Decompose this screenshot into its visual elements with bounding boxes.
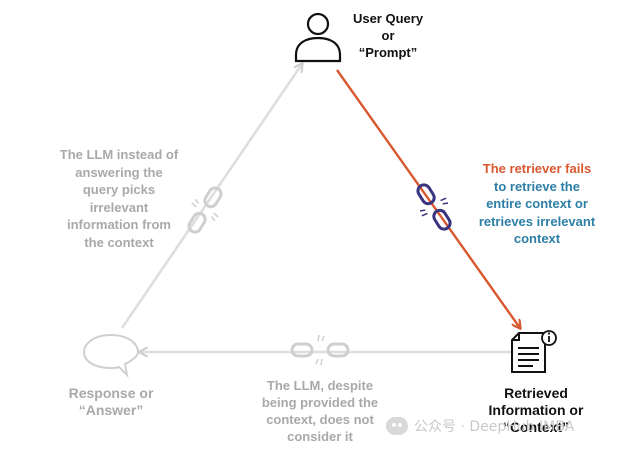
broken-chain-icon [290, 334, 350, 366]
response-label: Response or “Answer” [56, 385, 166, 419]
bottom-edge-line1: The LLM, despite [266, 378, 374, 393]
bottom-edge-line2: being provided the [261, 395, 379, 410]
retrieved-line2: Information or [488, 402, 584, 418]
edge-query-to-context [336, 69, 520, 328]
left-edge-line6: the context [84, 234, 154, 250]
bottom-edge-label: The LLM, despite being provided the cont… [250, 377, 390, 445]
user-query-line3: “Prompt” [358, 45, 418, 60]
right-edge-label: The retriever fails to retrieve the enti… [462, 160, 612, 248]
retrieved-line1: Retrieved [504, 385, 568, 401]
user-query-line1: User Query [352, 11, 424, 26]
right-edge-line2: to retrieve the [494, 178, 580, 194]
watermark-text: 公众号 · DeepHub IMBA [414, 419, 575, 435]
user-query-line2: or [381, 28, 395, 43]
info-icon [541, 330, 557, 346]
left-edge-line3: query picks [82, 182, 156, 197]
edge-response-to-query [120, 64, 302, 329]
broken-chain-icon [416, 183, 452, 231]
response-line1: Response or [68, 385, 154, 401]
user-icon [294, 12, 342, 63]
right-edge-line5: context [513, 231, 561, 246]
right-edge-line1: The retriever fails [482, 161, 592, 176]
left-edge-label: The LLM instead of answering the query p… [44, 146, 194, 251]
left-edge-line4: irrelevant [89, 199, 149, 215]
retrieved-line3: “Context” [502, 419, 570, 435]
speech-bubble-icon [82, 333, 140, 378]
bottom-edge-line4: consider it [287, 429, 353, 444]
wechat-icon [386, 417, 408, 435]
response-line2: “Answer” [78, 402, 144, 418]
left-edge-line1: The LLM instead of [59, 147, 179, 162]
broken-chain-icon [187, 186, 223, 234]
left-edge-line2: answering the [75, 164, 163, 180]
user-query-label: User Query or “Prompt” [338, 10, 438, 61]
watermark: 公众号 · DeepHub IMBA [386, 416, 574, 436]
left-edge-line5: information from [67, 217, 171, 232]
document-icon [511, 332, 546, 373]
right-edge-line3: entire context or [486, 196, 588, 211]
bottom-edge-line3: context, does not [266, 412, 374, 427]
retrieved-context-label: Retrieved Information or “Context” [478, 385, 594, 436]
right-edge-line4: retrieves irrelevant [478, 213, 596, 229]
